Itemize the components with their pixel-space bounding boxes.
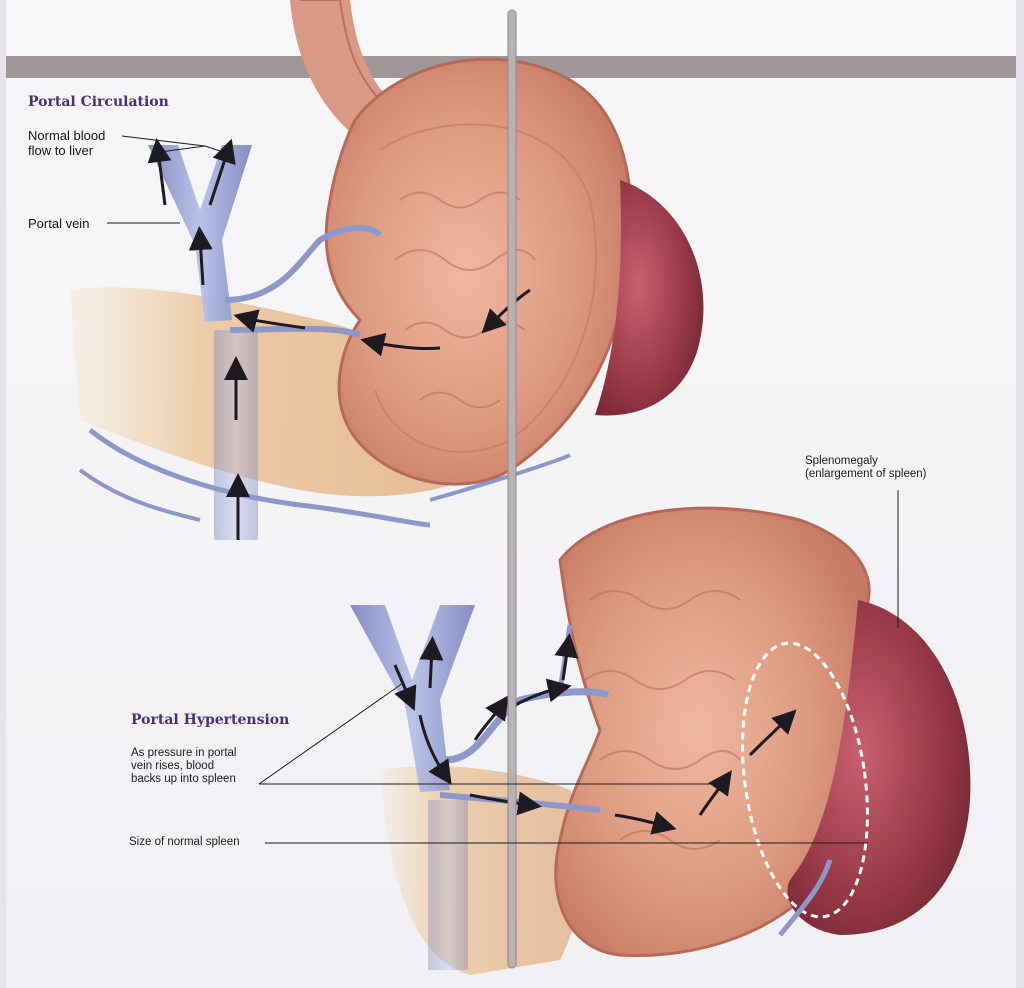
pressure-note-label: As pressure in portal vein rises, blood … <box>131 747 236 786</box>
pressure-note-line-3: backs up into spleen <box>131 773 236 785</box>
normal-flow-label: Normal blood flow to liver <box>28 128 105 158</box>
leader-lines <box>107 135 899 844</box>
pressure-note-line-1: As pressure in portal <box>131 747 237 759</box>
divider-rod <box>507 9 517 969</box>
bottom-illustration <box>350 506 971 975</box>
normal-flow-line-1: Normal blood <box>28 128 106 143</box>
portal-hypertension-title: Portal Hypertension <box>131 712 290 728</box>
pressure-note-line-2: vein rises, blood <box>131 760 215 772</box>
normal-spleen-label: Size of normal spleen <box>129 836 240 848</box>
portal-vein-label: Portal vein <box>28 216 90 231</box>
splenomegaly-line-1: Splenomegaly <box>805 455 878 467</box>
normal-flow-line-2: flow to liver <box>28 143 94 158</box>
top-illustration <box>70 0 704 540</box>
splenomegaly-line-2: (enlargement of spleen) <box>805 468 927 480</box>
splenomegaly-label: Splenomegaly (enlargement of spleen) <box>805 455 926 481</box>
portal-circulation-title: Portal Circulation <box>28 94 169 110</box>
